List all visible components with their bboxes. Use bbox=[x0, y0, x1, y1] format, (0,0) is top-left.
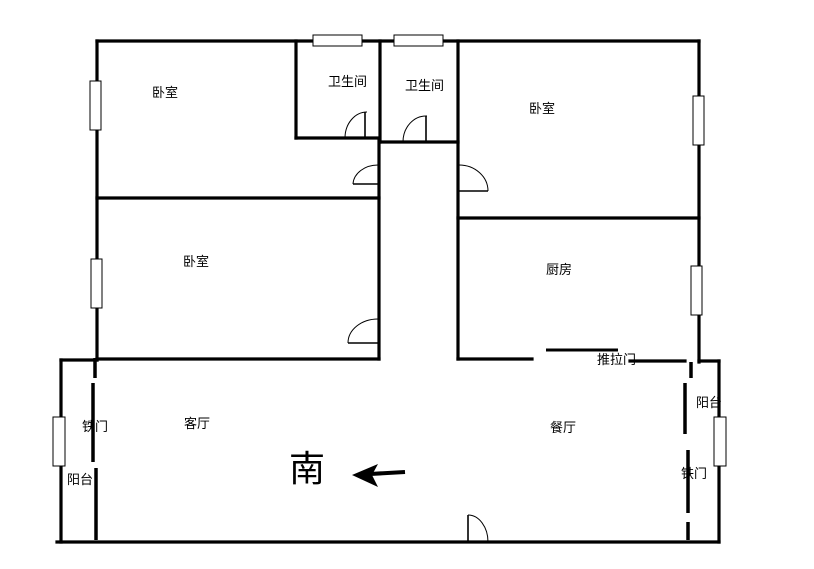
door-bedroom-nw bbox=[352, 164, 379, 185]
label-iron-door-east: 铁门 bbox=[681, 467, 708, 482]
window-bathroom-2 bbox=[393, 34, 444, 47]
label-iron-door-west: 铁门 bbox=[82, 420, 109, 435]
room-label-dining-room: 餐厅 bbox=[550, 421, 577, 436]
room-label-kitchen: 厨房 bbox=[546, 263, 573, 278]
window-bedroom-w bbox=[90, 258, 103, 309]
label-sliding-door: 推拉门 bbox=[597, 353, 637, 368]
compass-label: 南 bbox=[289, 449, 326, 490]
window-bedroom-nw bbox=[89, 80, 102, 131]
window-balcony-west bbox=[52, 416, 66, 467]
room-label-bathroom-1: 卫生间 bbox=[328, 75, 368, 90]
walls bbox=[55, 39, 721, 544]
window-bedroom-ne bbox=[692, 95, 705, 146]
room-label-balcony-west: 阳台 bbox=[67, 473, 94, 488]
room-label-bedroom-ne: 卧室 bbox=[529, 102, 556, 117]
room-label-living-room: 客厅 bbox=[184, 417, 211, 432]
door-bathroom-2 bbox=[402, 115, 428, 143]
room-label-balcony-east: 阳台 bbox=[696, 396, 723, 411]
windows bbox=[52, 34, 727, 467]
window-balcony-east bbox=[713, 416, 727, 467]
iron-door-west bbox=[91, 358, 98, 540]
room-label-bathroom-2: 卫生间 bbox=[405, 79, 445, 94]
room-label-bedroom-w: 卧室 bbox=[183, 255, 210, 270]
window-kitchen bbox=[690, 265, 703, 316]
door-entrance bbox=[467, 514, 489, 543]
door-bedroom-ne bbox=[458, 164, 489, 192]
doors bbox=[344, 111, 489, 543]
door-bedroom-w bbox=[347, 318, 379, 344]
door-bathroom-1 bbox=[344, 111, 368, 139]
iron-door-east bbox=[683, 362, 693, 540]
compass-arrow-icon bbox=[352, 464, 406, 487]
window-bathroom-1 bbox=[312, 34, 363, 47]
room-label-bedroom-nw: 卧室 bbox=[152, 86, 179, 101]
